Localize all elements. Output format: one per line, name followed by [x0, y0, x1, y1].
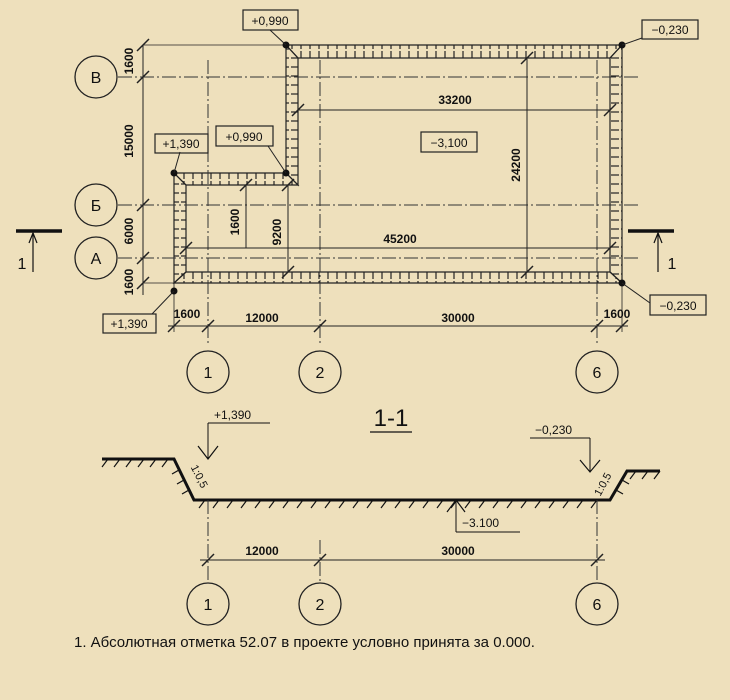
level-pit-bottom-text: −3,100 — [430, 136, 467, 150]
axis-label-a: А — [91, 251, 102, 268]
section-1-1: 1-1 1:0,5 1:0,5 +1,390 −0,230 — [101, 405, 661, 626]
dim-45200: 45200 — [383, 232, 417, 246]
axis-bubble-2: 2 — [298, 350, 342, 394]
section-dimension-chain: 12000 30000 — [200, 544, 605, 567]
slope-bands — [172, 43, 624, 285]
section-axis-label-2: 2 — [316, 597, 325, 614]
axis-bubble-6: 6 — [575, 350, 619, 394]
section-marker-left-label: 1 — [18, 256, 27, 273]
level-top-left-text: +0,990 — [251, 14, 288, 28]
axis-label-1: 1 — [204, 365, 213, 382]
axis-bubble-a: А — [74, 236, 118, 280]
dim-inner-1600: 1600 — [228, 208, 242, 235]
axis-bubble-1: 1 — [186, 350, 230, 394]
section-level-left: +1,390 — [197, 408, 270, 460]
section-axis-label-6: 6 — [593, 597, 602, 614]
level-top-right-text: −0,230 — [651, 23, 688, 37]
level-callout-step-outer: +1,390 — [154, 133, 209, 177]
section-axis-bubble-6: 6 — [575, 582, 619, 626]
bottom-dimension-chain: 1600 12000 30000 1600 — [167, 283, 631, 333]
axis-lines — [118, 60, 640, 345]
section-axis-bubble-2: 2 — [298, 582, 342, 626]
section-level-right-text: −0,230 — [535, 423, 572, 437]
section-level-bottom-text: −3.100 — [462, 516, 499, 530]
inner-dimensions: 33200 45200 24200 9200 1600 — [179, 51, 617, 279]
dim-bottom-12000: 12000 — [245, 311, 279, 325]
axis-label-v: В — [91, 70, 102, 87]
level-callout-bottom-right: −0,230 — [618, 279, 707, 316]
dim-bottom-1600-right: 1600 — [604, 307, 631, 321]
dim-left-15000: 15000 — [122, 124, 136, 158]
section-level-left-text: +1,390 — [214, 408, 251, 422]
ground-profile — [102, 457, 660, 502]
axis-bubble-v: В — [74, 55, 118, 99]
level-step-inner-text: +0,990 — [225, 130, 262, 144]
dim-bottom-30000: 30000 — [441, 311, 475, 325]
section-marker-left: 1 — [16, 229, 62, 273]
left-dimension-chain: 1600 15000 6000 1600 — [122, 38, 286, 295]
axis-bubble-b: Б — [74, 183, 118, 227]
dim-24200: 24200 — [509, 148, 523, 182]
section-dim-12000: 12000 — [245, 544, 279, 558]
dim-left-bottom-1600: 1600 — [122, 268, 136, 295]
level-callout-top-right: −0,230 — [618, 19, 699, 49]
section-dim-30000: 30000 — [441, 544, 475, 558]
level-callout-top-left: +0,990 — [242, 9, 299, 49]
dim-left-6000: 6000 — [122, 217, 136, 244]
level-box-pit-bottom: −3,100 — [420, 131, 478, 153]
dim-9200: 9200 — [270, 218, 284, 245]
level-step-outer-text: +1,390 — [162, 137, 199, 151]
level-bottom-right-text: −0,230 — [659, 299, 696, 313]
drawing-note: 1. Абсолютная отметка 52.07 в проекте ус… — [74, 634, 535, 651]
section-marker-right-label: 1 — [668, 256, 677, 273]
axis-label-b: Б — [91, 198, 102, 215]
section-axis-label-1: 1 — [204, 597, 213, 614]
section-level-bottom: −3.100 — [446, 499, 520, 533]
section-marker-right: 1 — [628, 229, 677, 273]
axis-label-6: 6 — [593, 365, 602, 382]
axis-label-2: 2 — [316, 365, 325, 382]
section-title: 1-1 — [374, 405, 409, 432]
dim-33200: 33200 — [438, 93, 472, 107]
slope-label-left: 1:0,5 — [188, 463, 210, 490]
ground-hatching — [101, 458, 661, 509]
level-callout-bottom-left: +1,390 — [102, 287, 178, 334]
section-axis-bubble-1: 1 — [186, 582, 230, 626]
dim-bottom-1600-left: 1600 — [174, 307, 201, 321]
pit-plan: В Б А 1 2 6 — [16, 9, 707, 394]
section-level-right: −0,230 — [530, 423, 601, 473]
level-callout-step-inner: +0,990 — [215, 125, 290, 177]
dim-left-top-1600: 1600 — [122, 47, 136, 74]
slope-label-right: 1:0,5 — [592, 471, 614, 498]
level-bottom-left-text: +1,390 — [110, 317, 147, 331]
